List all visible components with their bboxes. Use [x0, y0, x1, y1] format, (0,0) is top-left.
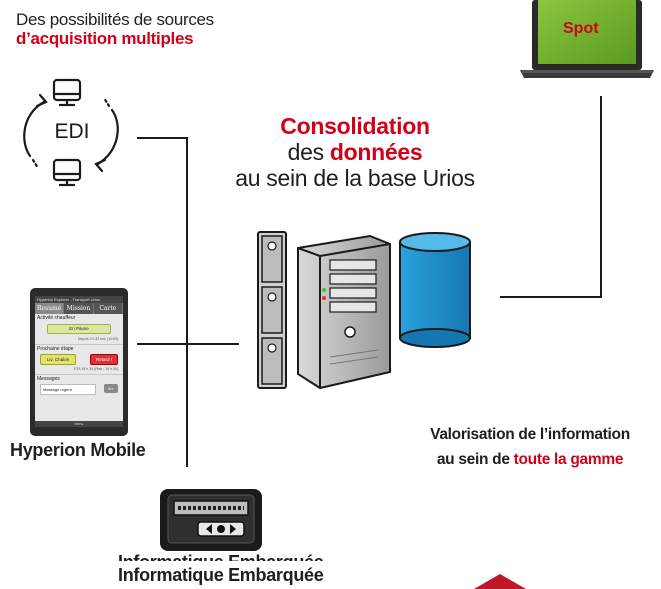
valorisation-line1: Valorisation de l’information	[430, 426, 630, 443]
laptop-icon	[520, 0, 654, 78]
server-database-illustration	[257, 231, 471, 390]
desktop-monitor-icon	[52, 158, 82, 187]
database-icon	[399, 232, 471, 348]
phone-tab-resume[interactable]: Resumé	[35, 303, 65, 314]
partial-red-roof-shape	[474, 574, 526, 589]
phone-titlebar: Hyperion Explorer - Transport Urios	[35, 296, 123, 303]
phone-activity-section: Activité chauffeur En Pause Depuis 2 h 3…	[35, 314, 123, 345]
consolidation-title: Consolidation	[280, 113, 430, 139]
embarquee-label-ghost: Informatique Embarquée	[118, 552, 323, 561]
sync-arrow-right-icon	[94, 96, 119, 173]
valorisation-line2-prefix: au sein de	[436, 451, 510, 468]
phone-pause-button[interactable]: En Pause	[47, 324, 111, 334]
phone-connector-h	[137, 343, 239, 345]
phone-eta: ETA 16 h 35 (Plan : 16 h 30)	[74, 367, 118, 371]
phone-screen: Hyperion Explorer - Transport Urios Resu…	[35, 296, 123, 427]
edi-connector-h	[137, 137, 187, 139]
blade-rack-icon	[257, 231, 287, 389]
server-tower-icon	[297, 234, 391, 390]
laptop-connector-v	[600, 96, 602, 298]
consolidation-base: au sein de la base Urios	[235, 165, 475, 191]
phone-tabs: Resumé Mission Carte	[35, 303, 123, 314]
laptop-screen-label: Spot	[563, 20, 599, 37]
phone-delivery-button[interactable]: Liv. Chalon	[40, 354, 76, 365]
consolidation-des: des	[287, 139, 324, 165]
consolidation-heading: Consolidation des données au sein de la …	[205, 113, 505, 191]
phone-activity-label: Activité chauffeur	[37, 315, 76, 321]
hyperion-mobile-device: Hyperion Explorer - Transport Urios Resu…	[30, 288, 128, 436]
edi-sync-diagram	[23, 78, 119, 187]
phone-next-stop-section: Prochaine étape Liv. Chalon Retard ! ETA…	[35, 345, 123, 375]
vertical-bus-line	[186, 137, 188, 467]
phone-tab-carte[interactable]: Carte	[94, 303, 123, 314]
hyperion-mobile-label: Hyperion Mobile	[10, 440, 146, 460]
phone-messages-section: Messages Message urgent Arr.	[35, 375, 123, 397]
sources-heading-line2: d’acquisition multiples	[16, 29, 194, 48]
phone-next-stop-label: Prochaine étape	[37, 346, 74, 352]
edi-label: EDI	[54, 120, 90, 143]
consolidation-donnees: données	[329, 139, 423, 165]
phone-message-preview[interactable]: Message urgent	[40, 384, 96, 395]
phone-pause-time: Depuis 2 h 33 min (10:53)	[77, 337, 118, 341]
embarquee-label: Informatique Embarquée	[118, 565, 324, 585]
sync-arrow-left-icon	[23, 93, 48, 170]
phone-ack-button[interactable]: Arr.	[104, 384, 118, 393]
valorisation-caption: Valorisation de l’information au sein de…	[400, 422, 660, 472]
phone-messages-label: Messages	[37, 376, 60, 382]
valorisation-line2-red: toute la gamme	[513, 451, 624, 468]
embedded-terminal-icon	[160, 489, 262, 551]
sources-heading-line1: Des possibilités de sources	[16, 10, 214, 29]
phone-bottom-bar[interactable]: Menu	[35, 421, 123, 427]
laptop-connector-h	[500, 296, 602, 298]
sources-heading: Des possibilités de sources d’acquisitio…	[16, 10, 214, 48]
phone-alert-button[interactable]: Retard !	[90, 354, 118, 365]
desktop-monitor-icon	[52, 78, 82, 107]
phone-tab-mission[interactable]: Mission	[64, 303, 94, 314]
